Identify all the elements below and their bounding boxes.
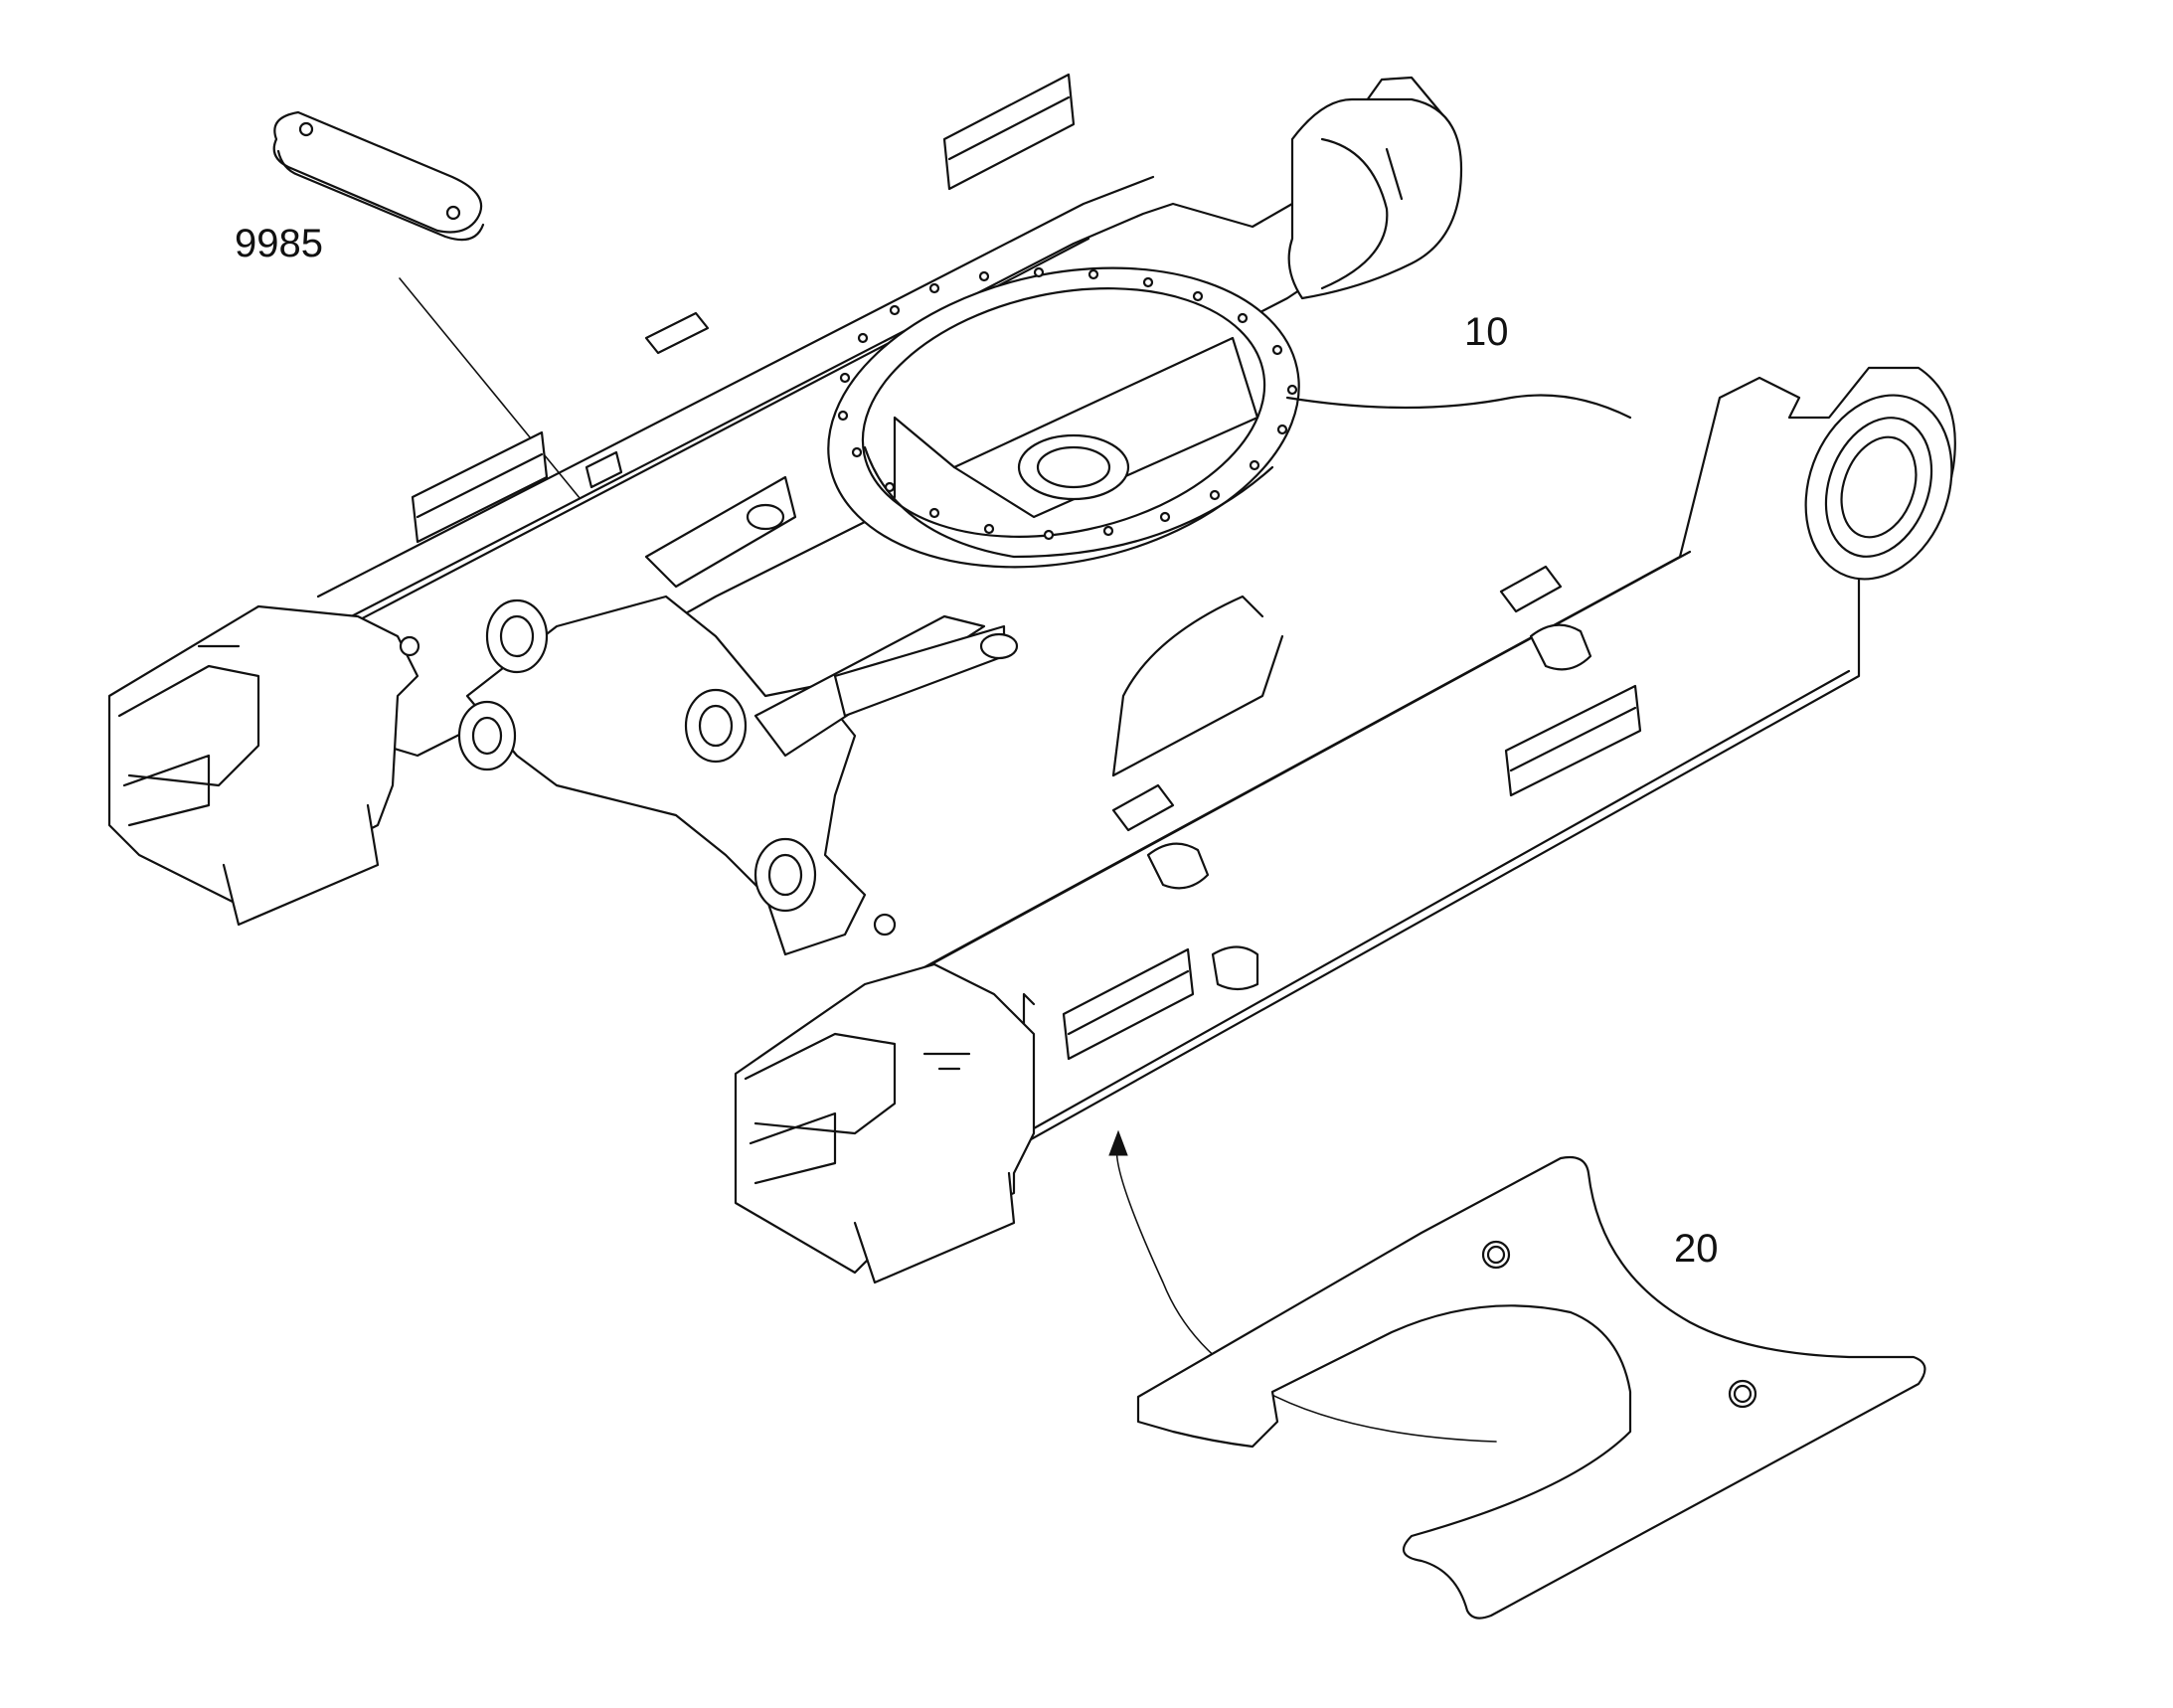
track-guide-racks bbox=[411, 73, 1642, 1061]
shim-plate-part bbox=[1136, 1155, 1926, 1620]
undercarriage-frame-part bbox=[107, 73, 1956, 1284]
callout-10: 10 bbox=[1464, 310, 1509, 354]
callout-20: 20 bbox=[1674, 1227, 1719, 1271]
callout-9985: 9985 bbox=[235, 222, 323, 265]
fitment-arrow bbox=[1108, 1129, 1497, 1443]
bearing-bolt-holes bbox=[837, 266, 1298, 541]
cover-plate-part bbox=[272, 110, 485, 242]
